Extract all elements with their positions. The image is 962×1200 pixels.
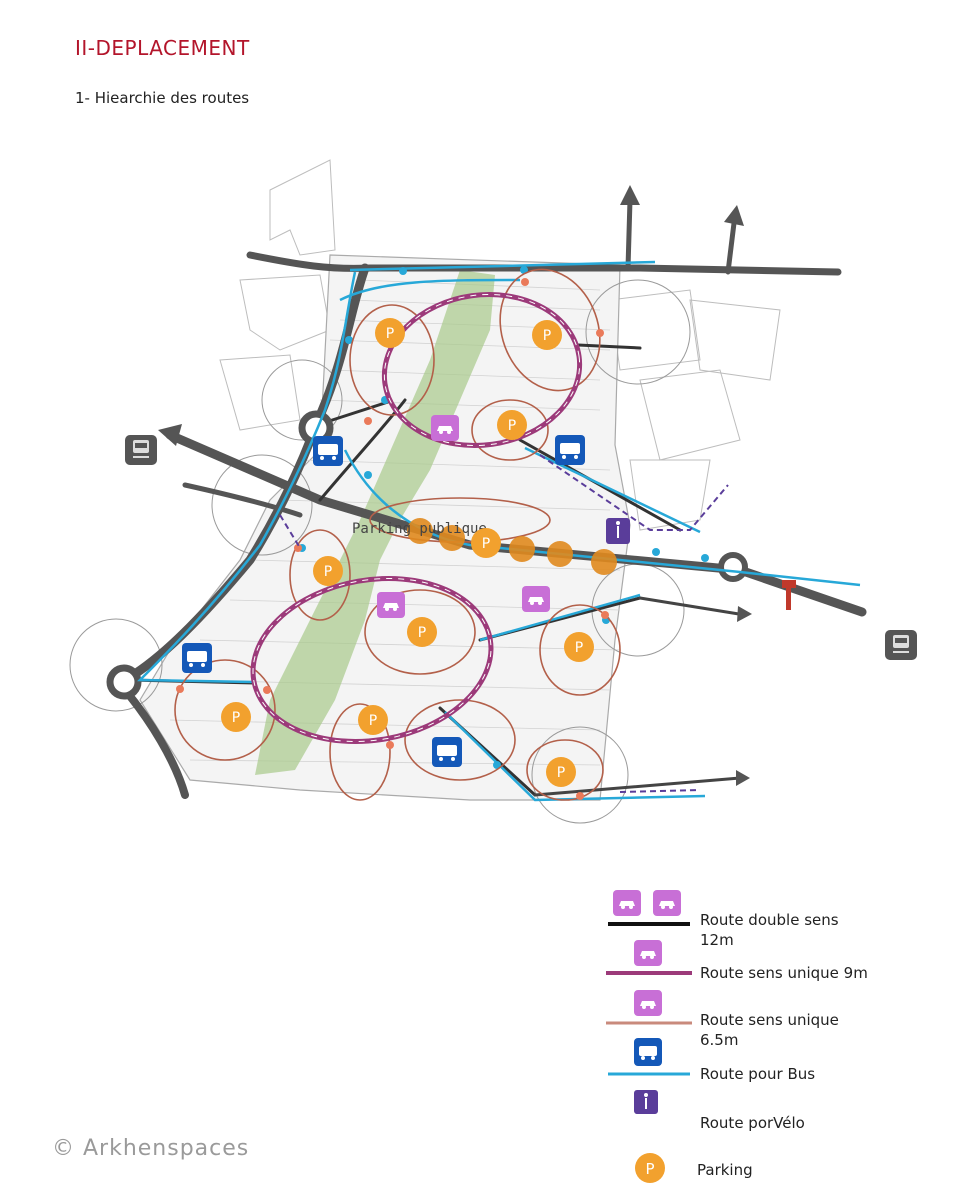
bus-icon	[313, 436, 343, 466]
parking-marker: P	[375, 318, 405, 348]
car-icons	[377, 415, 550, 618]
bike-route	[279, 454, 729, 793]
parking-letter: P	[575, 640, 583, 656]
parking-letter: P	[508, 418, 516, 434]
public-parking-spot	[591, 549, 617, 575]
public-parking-spot	[407, 518, 433, 544]
legend-car-icon	[634, 940, 662, 966]
orange-junction-dots	[176, 278, 609, 800]
bus-icons	[182, 435, 585, 767]
parking-marker: P	[313, 556, 343, 586]
legend-car-icon	[613, 890, 641, 916]
legend-bike-icon	[634, 1090, 658, 1114]
copyright-text: © Arkhenspaces	[52, 1136, 250, 1161]
bus-icon	[555, 435, 585, 465]
public-parking-spot	[547, 541, 573, 567]
bus-icon	[182, 643, 212, 673]
bike-icon	[606, 518, 630, 544]
parking-letter: P	[557, 765, 565, 781]
page-title: II-DEPLACEMENT	[75, 36, 250, 60]
legend-label-bike: Route porVélo	[700, 1114, 805, 1132]
main-one-way-loops	[250, 291, 583, 744]
parking-marker: P	[532, 320, 562, 350]
entry-gate-marker	[782, 580, 796, 610]
legend-bus-icon	[634, 1038, 662, 1066]
train-icon	[125, 435, 157, 465]
parking-letter: P	[386, 326, 394, 342]
parking-letter: P	[324, 564, 332, 580]
car-icon	[431, 415, 459, 441]
bus-icon	[432, 737, 462, 767]
train-icon	[885, 630, 917, 660]
parking-markers: P P P P P P P P P P	[221, 318, 594, 787]
car-icon	[377, 592, 405, 618]
legend-car-icon	[653, 890, 681, 916]
legend-label-9m: Route sens unique 9m	[700, 964, 868, 982]
public-parking-spot	[509, 536, 535, 562]
legend-label-parking: Parking	[697, 1161, 753, 1179]
public-parking-spot	[439, 525, 465, 551]
parking-letter: P	[232, 710, 240, 726]
green-corridor	[255, 270, 495, 775]
parking-marker: P	[546, 757, 576, 787]
parking-marker: P	[221, 702, 251, 732]
parking-marker: P	[471, 528, 501, 558]
parking-publique-label: Parking publique	[352, 521, 487, 537]
legend-label-6-5m: Route sens unique 6.5m	[700, 1011, 839, 1049]
legend-parking-icon: P	[635, 1153, 665, 1183]
parking-letter: P	[543, 328, 551, 344]
legend-label-double: Route double sens 12m	[700, 911, 839, 949]
parking-marker: P	[358, 705, 388, 735]
legend-car-icon	[634, 990, 662, 1016]
legend: P	[606, 890, 692, 1183]
road-arrows	[158, 185, 752, 786]
page-subtitle: 1- Hiearchie des routes	[75, 89, 250, 107]
legend-label-bus: Route pour Bus	[700, 1065, 816, 1083]
parking-letter: P	[418, 625, 426, 641]
parking-letter: P	[482, 536, 490, 552]
parking-marker: P	[497, 410, 527, 440]
car-icon	[522, 586, 550, 612]
parking-marker: P	[564, 632, 594, 662]
legend-parking-letter: P	[645, 1160, 654, 1178]
parking-letter: P	[369, 713, 377, 729]
secondary-one-way-loops	[174, 268, 621, 801]
parking-marker: P	[407, 617, 437, 647]
